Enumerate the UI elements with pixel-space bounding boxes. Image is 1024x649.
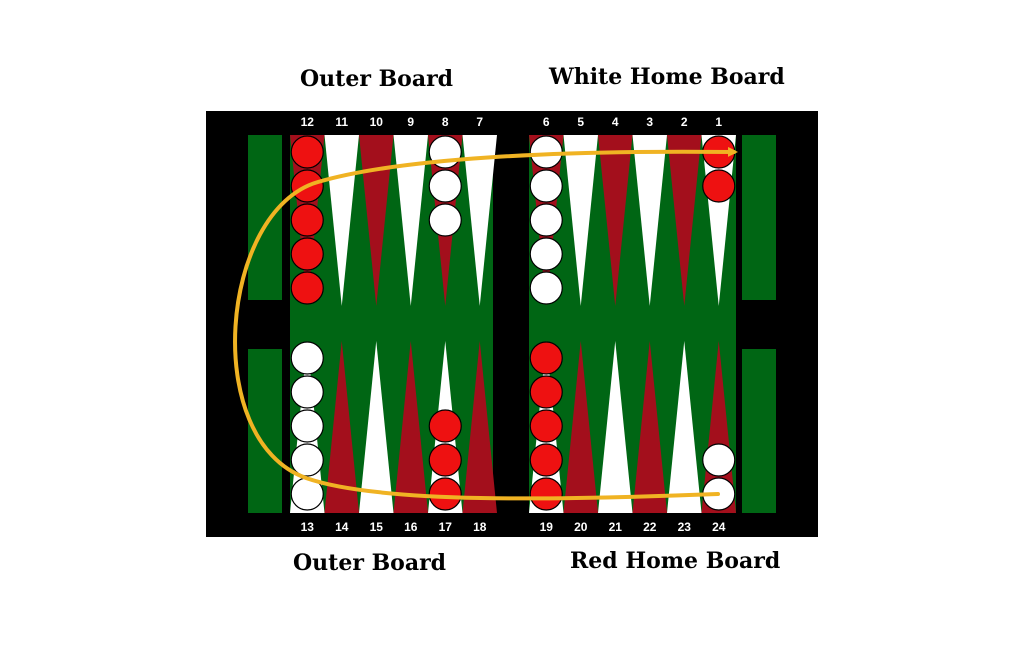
point-16 — [393, 341, 428, 513]
point-number-5: 5 — [577, 115, 584, 129]
checker-red-point-12 — [290, 203, 324, 237]
checker-red-point-19 — [529, 443, 563, 477]
point-number-2: 2 — [681, 115, 688, 129]
point-number-20: 20 — [574, 520, 588, 534]
checker-red-point-19 — [529, 409, 563, 443]
point-14 — [324, 341, 359, 513]
point-23 — [667, 341, 702, 513]
checker-white-point-13 — [290, 409, 324, 443]
right-tray-bottom — [742, 349, 776, 513]
checker-red-point-17 — [428, 409, 462, 443]
label-red-home-board: Red Home Board — [570, 548, 781, 574]
point-number-24: 24 — [712, 520, 726, 534]
checker-red-point-19 — [529, 375, 563, 409]
checker-white-point-6 — [529, 237, 563, 271]
point-number-6: 6 — [543, 115, 550, 129]
point-number-1: 1 — [715, 115, 722, 129]
checker-red-point-1 — [702, 169, 736, 203]
checker-white-point-8 — [428, 169, 462, 203]
point-15 — [359, 341, 394, 513]
left-tray-top — [248, 135, 282, 300]
point-number-23: 23 — [678, 520, 692, 534]
checker-white-point-6 — [529, 271, 563, 305]
label-white-home-board: White Home Board — [549, 64, 785, 90]
point-7 — [462, 135, 497, 306]
right-playing-area — [529, 135, 736, 513]
point-number-19: 19 — [540, 520, 554, 534]
checker-red-point-17 — [428, 443, 462, 477]
checker-white-point-13 — [290, 375, 324, 409]
checker-red-point-12 — [290, 237, 324, 271]
point-number-8: 8 — [442, 115, 449, 129]
point-number-18: 18 — [473, 520, 487, 534]
right-tray-top — [742, 135, 776, 300]
point-10 — [359, 135, 394, 306]
point-number-21: 21 — [609, 520, 623, 534]
point-3 — [632, 135, 667, 306]
movement-arrow — [233, 146, 738, 501]
left-playing-area — [290, 135, 493, 513]
point-number-7: 7 — [476, 115, 483, 129]
checker-white-point-24 — [702, 443, 736, 477]
point-number-17: 17 — [439, 520, 453, 534]
label-outer-board-bottom: Outer Board — [293, 550, 447, 576]
point-number-3: 3 — [646, 115, 653, 129]
point-number-10: 10 — [370, 115, 384, 129]
checker-white-point-8 — [428, 203, 462, 237]
point-4 — [598, 135, 633, 306]
checker-white-point-6 — [529, 169, 563, 203]
point-22 — [632, 341, 667, 513]
point-21 — [598, 341, 633, 513]
point-number-9: 9 — [407, 115, 414, 129]
point-number-14: 14 — [335, 520, 349, 534]
point-5 — [563, 135, 598, 306]
point-number-16: 16 — [404, 520, 418, 534]
point-number-12: 12 — [301, 115, 315, 129]
checker-red-point-12 — [290, 135, 324, 169]
checker-red-point-12 — [290, 271, 324, 305]
checker-red-point-19 — [529, 477, 563, 511]
point-number-22: 22 — [643, 520, 657, 534]
point-number-15: 15 — [370, 520, 384, 534]
checker-red-point-19 — [529, 341, 563, 375]
checker-red-point-17 — [428, 477, 462, 511]
point-18 — [462, 341, 497, 513]
point-number-11: 11 — [335, 115, 348, 129]
checker-white-point-13 — [290, 443, 324, 477]
checker-white-point-13 — [290, 341, 324, 375]
point-number-4: 4 — [612, 115, 619, 129]
checker-white-point-6 — [529, 203, 563, 237]
point-number-13: 13 — [301, 520, 315, 534]
point-20 — [563, 341, 598, 513]
point-9 — [393, 135, 428, 306]
label-outer-board-top: Outer Board — [300, 66, 454, 92]
point-2 — [667, 135, 702, 306]
